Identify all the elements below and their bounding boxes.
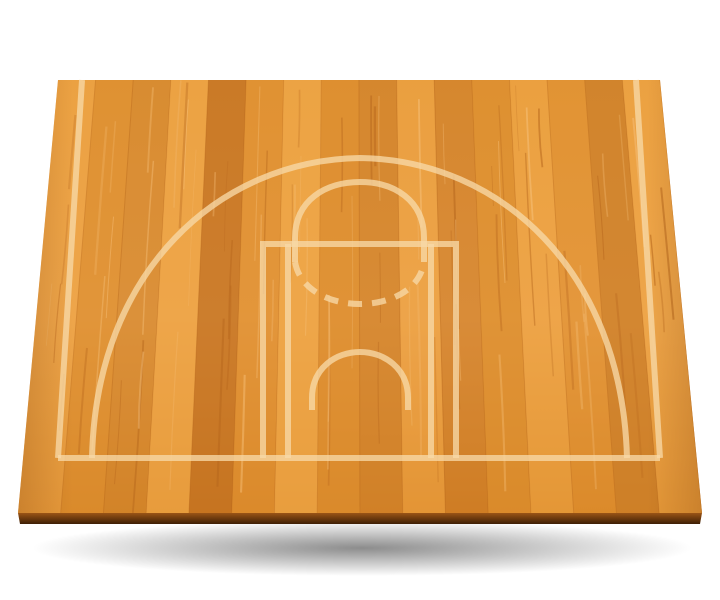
lane-outer (260, 241, 459, 458)
free-throw-arc-top (292, 178, 427, 262)
restricted-area-arc (309, 348, 411, 410)
court-lines (55, 79, 663, 461)
free-throw-arc-dashed (292, 261, 427, 308)
sideline-left (55, 79, 85, 459)
board-shadow (32, 520, 692, 576)
three-point-arc (89, 154, 630, 459)
board-side-shade (18, 80, 702, 513)
sideline-right (633, 79, 663, 459)
board-edge (18, 513, 702, 524)
